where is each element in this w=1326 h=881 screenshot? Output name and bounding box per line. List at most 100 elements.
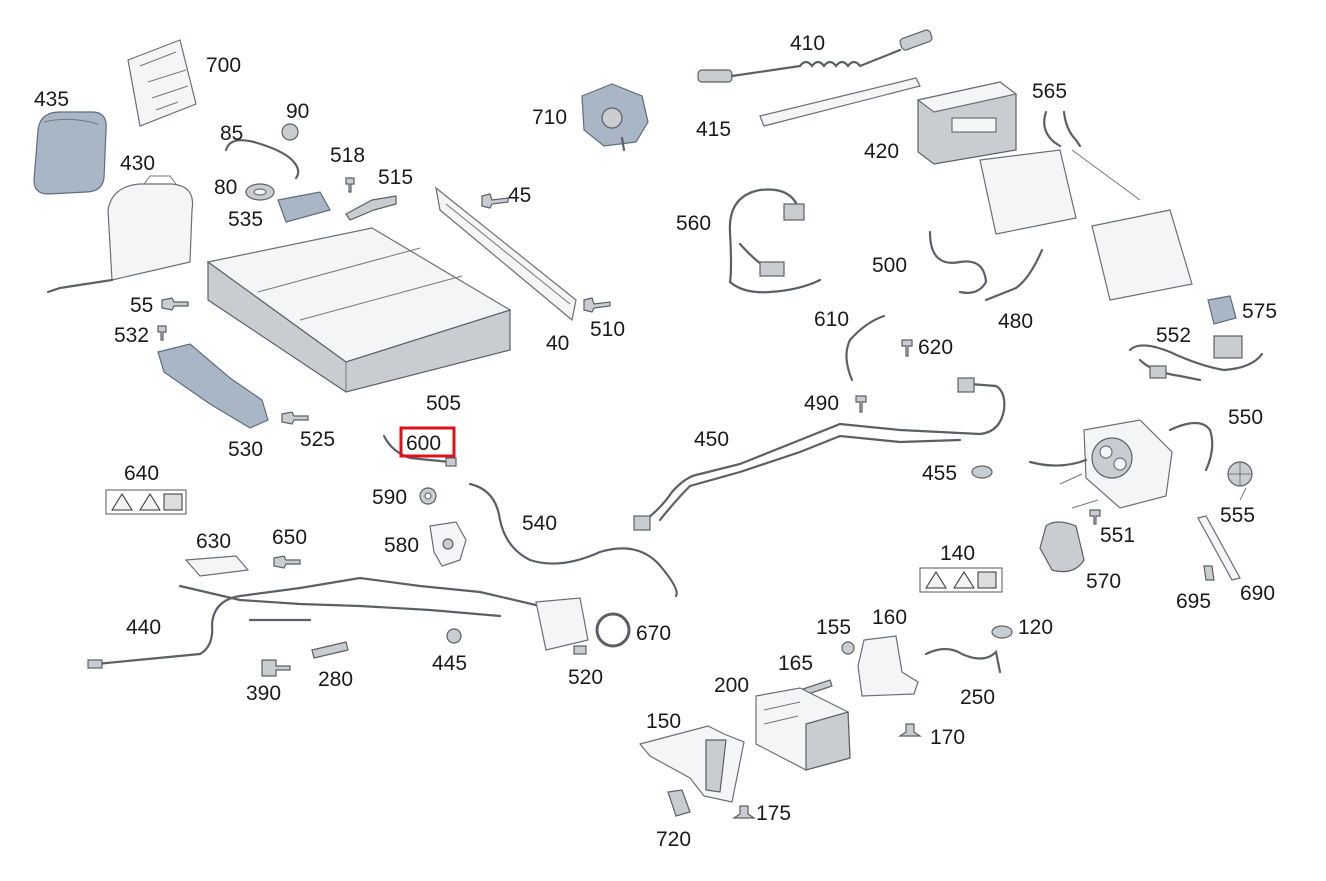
part-560-harness[interactable] [728, 188, 822, 294]
part-90-plug[interactable] [281, 123, 299, 141]
label-575: 575 [1242, 300, 1277, 323]
part-610-cable[interactable] [845, 314, 886, 382]
label-630: 630 [196, 530, 231, 553]
part-695-clip[interactable] [1203, 565, 1215, 581]
part-710-pump[interactable] [581, 83, 649, 152]
label-580: 580 [384, 534, 419, 557]
part-518-screw[interactable] [345, 177, 355, 193]
part-450-harness[interactable] [633, 377, 1006, 531]
part-85-hose[interactable] [224, 139, 300, 180]
part-490-screw[interactable] [855, 395, 867, 413]
part-640-label[interactable] [105, 489, 187, 515]
label-430: 430 [120, 152, 155, 175]
part-175-screw[interactable] [732, 805, 756, 819]
part-530-bracket[interactable] [157, 343, 269, 429]
label-420: 420 [864, 140, 899, 163]
label-532: 532 [114, 324, 149, 347]
part-labels: 435 700 85 90 430 80 518 515 535 45 55 5… [34, 32, 1277, 851]
part-430-cover[interactable] [46, 175, 194, 294]
label-695: 695 [1176, 590, 1211, 613]
part-455-grommet[interactable] [971, 465, 993, 479]
label-600: 600 [406, 432, 441, 455]
leader-lines [1059, 473, 1247, 509]
part-420-bag[interactable] [916, 81, 1018, 165]
label-90: 90 [286, 100, 309, 123]
part-155-screw[interactable] [841, 641, 855, 655]
part-590-grommet[interactable] [419, 487, 437, 505]
part-555-cover[interactable] [1227, 461, 1253, 487]
part-505-battery[interactable] [206, 227, 512, 393]
label-450: 450 [694, 428, 729, 451]
part-435-cover[interactable] [33, 111, 107, 195]
label-170: 170 [930, 726, 965, 749]
part-570-cap[interactable] [1039, 521, 1085, 573]
label-530: 530 [228, 438, 263, 461]
part-552-harness[interactable] [1128, 335, 1264, 382]
part-440-harness[interactable] [87, 576, 542, 669]
part-540-hose[interactable] [468, 482, 678, 598]
part-150-bracket[interactable] [638, 725, 745, 803]
part-80-ring[interactable] [245, 183, 275, 201]
part-720-clip[interactable] [667, 789, 691, 817]
part-200-charger[interactable] [755, 687, 851, 771]
label-565: 565 [1032, 80, 1067, 103]
label-710: 710 [532, 106, 567, 129]
part-140-label[interactable] [919, 567, 1003, 593]
part-525-screw[interactable] [281, 411, 309, 425]
label-120: 120 [1018, 616, 1053, 639]
part-40-rail[interactable] [435, 186, 577, 322]
part-650-screw[interactable] [273, 555, 301, 569]
label-480: 480 [998, 310, 1033, 333]
part-670-ring[interactable] [595, 612, 631, 648]
label-165: 165 [778, 652, 813, 675]
part-630-bracket[interactable] [184, 555, 250, 577]
part-500-cable[interactable] [928, 230, 988, 294]
label-200: 200 [714, 674, 749, 697]
part-510-screw[interactable] [583, 297, 611, 313]
part-551-screw[interactable] [1089, 509, 1101, 525]
part-535-module[interactable] [277, 191, 331, 223]
part-250-hose[interactable] [924, 647, 1002, 674]
part-55-screw[interactable] [161, 297, 189, 311]
part-390-bolt[interactable] [261, 659, 291, 677]
part-120-grommet[interactable] [991, 625, 1013, 639]
part-45-screw[interactable] [481, 193, 509, 209]
part-565-adapter[interactable] [979, 110, 1193, 301]
part-415-strap[interactable] [759, 77, 921, 127]
part-690-rod[interactable] [1197, 515, 1241, 581]
label-160: 160 [872, 606, 907, 629]
part-480-cable[interactable] [984, 248, 1044, 302]
label-525: 525 [300, 428, 335, 451]
part-550-charging-socket[interactable] [1028, 419, 1214, 509]
label-510: 510 [590, 318, 625, 341]
part-410-charging-cable[interactable] [697, 29, 933, 83]
label-140: 140 [940, 542, 975, 565]
label-535: 535 [228, 208, 263, 231]
part-575-cover[interactable] [1207, 295, 1237, 325]
part-700-sheet[interactable] [127, 39, 197, 127]
label-610: 610 [814, 308, 849, 331]
label-80: 80 [214, 176, 237, 199]
label-490: 490 [804, 392, 839, 415]
part-160-bracket[interactable] [857, 635, 919, 697]
part-580-bracket[interactable] [429, 521, 467, 567]
label-40: 40 [546, 332, 569, 355]
part-600-cable[interactable] [382, 434, 457, 467]
part-515-bracket[interactable] [345, 195, 397, 221]
label-155: 155 [816, 616, 851, 639]
label-280: 280 [318, 668, 353, 691]
label-440: 440 [126, 616, 161, 639]
label-45: 45 [508, 184, 531, 207]
label-390: 390 [246, 682, 281, 705]
part-170-screw[interactable] [898, 723, 922, 737]
label-250: 250 [960, 686, 995, 709]
label-85: 85 [220, 122, 243, 145]
part-445-grommet[interactable] [446, 628, 462, 644]
part-620-screw[interactable] [901, 339, 913, 357]
part-532-screw[interactable] [157, 325, 167, 341]
label-555: 555 [1220, 504, 1255, 527]
part-520-connector[interactable] [535, 597, 589, 655]
highlight-box-600 [399, 426, 456, 458]
part-280-pin[interactable] [311, 641, 349, 659]
